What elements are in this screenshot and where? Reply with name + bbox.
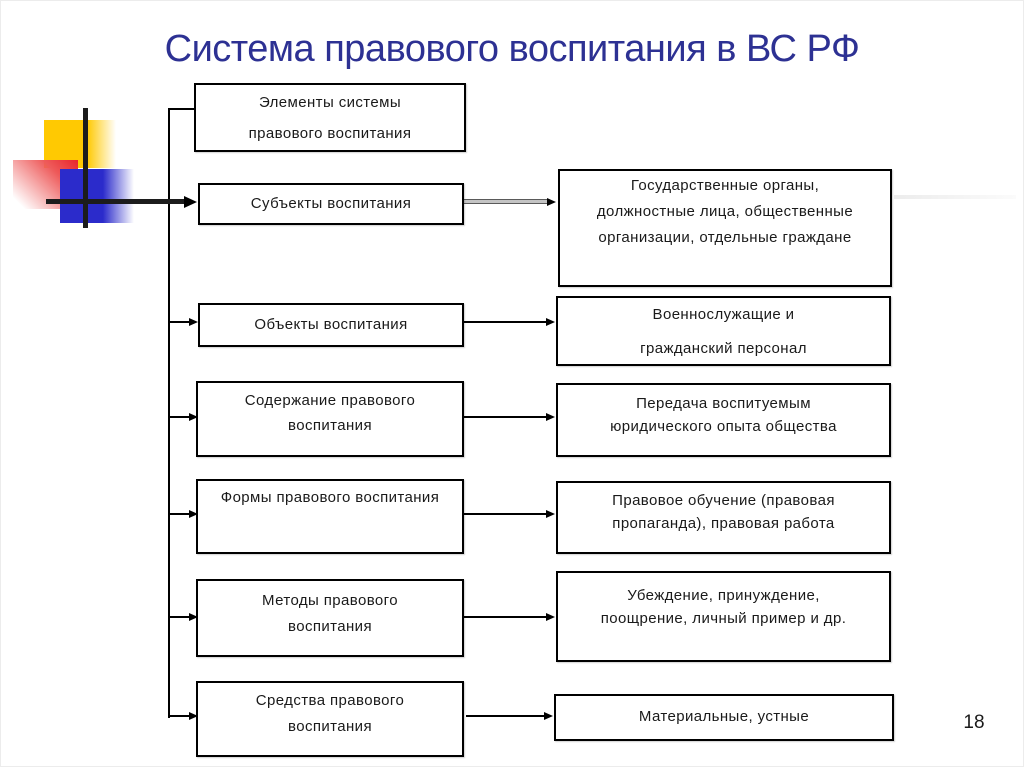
box-subjects-detail: Государственные органы, должностные лица… xyxy=(558,169,892,287)
connector-root xyxy=(168,108,196,110)
arrow-forms-to-detail xyxy=(464,513,546,515)
slide-title: Система правового воспитания в ВС РФ xyxy=(164,28,860,70)
box-means: Средства правового воспитания xyxy=(196,681,464,757)
box-objects: Объекты воспитания xyxy=(198,303,464,347)
arrow-decor-to-subjects xyxy=(46,199,184,204)
decor-vertical-line xyxy=(83,108,88,228)
box-methods: Методы правового воспитания xyxy=(196,579,464,657)
page-number: 18 xyxy=(963,712,985,733)
box-elements-of-system: Элементы системы правового воспитания xyxy=(194,83,466,152)
arrow-subjects-to-detail xyxy=(464,199,547,204)
arrow-methods-to-detail xyxy=(464,616,546,618)
box-objects-detail: Военнослужащие и гражданский персонал xyxy=(556,296,891,366)
arrow-means-to-detail xyxy=(466,715,544,717)
box-content: Содержание правового воспитания xyxy=(196,381,464,457)
arrow-spine-to-methods xyxy=(169,616,189,618)
faint-shadow-line xyxy=(894,195,1016,199)
arrow-spine-to-objects xyxy=(169,321,189,323)
arrow-spine-to-forms xyxy=(169,513,189,515)
box-methods-detail: Убеждение, принуждение, поощрение, личны… xyxy=(556,571,891,662)
arrow-spine-to-content xyxy=(169,416,189,418)
box-content-detail: Передача воспитуемым юридического опыта … xyxy=(556,383,891,457)
decor-blue-square xyxy=(60,169,134,223)
arrow-spine-to-means xyxy=(169,715,189,717)
box-subjects: Субъекты воспитания xyxy=(198,183,464,225)
arrow-objects-to-detail xyxy=(464,321,546,323)
box-forms-detail: Правовое обучение (правовая пропаганда),… xyxy=(556,481,891,554)
box-means-detail: Материальные, устные xyxy=(554,694,894,741)
box-forms: Формы правового воспитания xyxy=(196,479,464,554)
spine-vertical-line xyxy=(168,108,170,718)
arrow-content-to-detail xyxy=(464,416,546,418)
